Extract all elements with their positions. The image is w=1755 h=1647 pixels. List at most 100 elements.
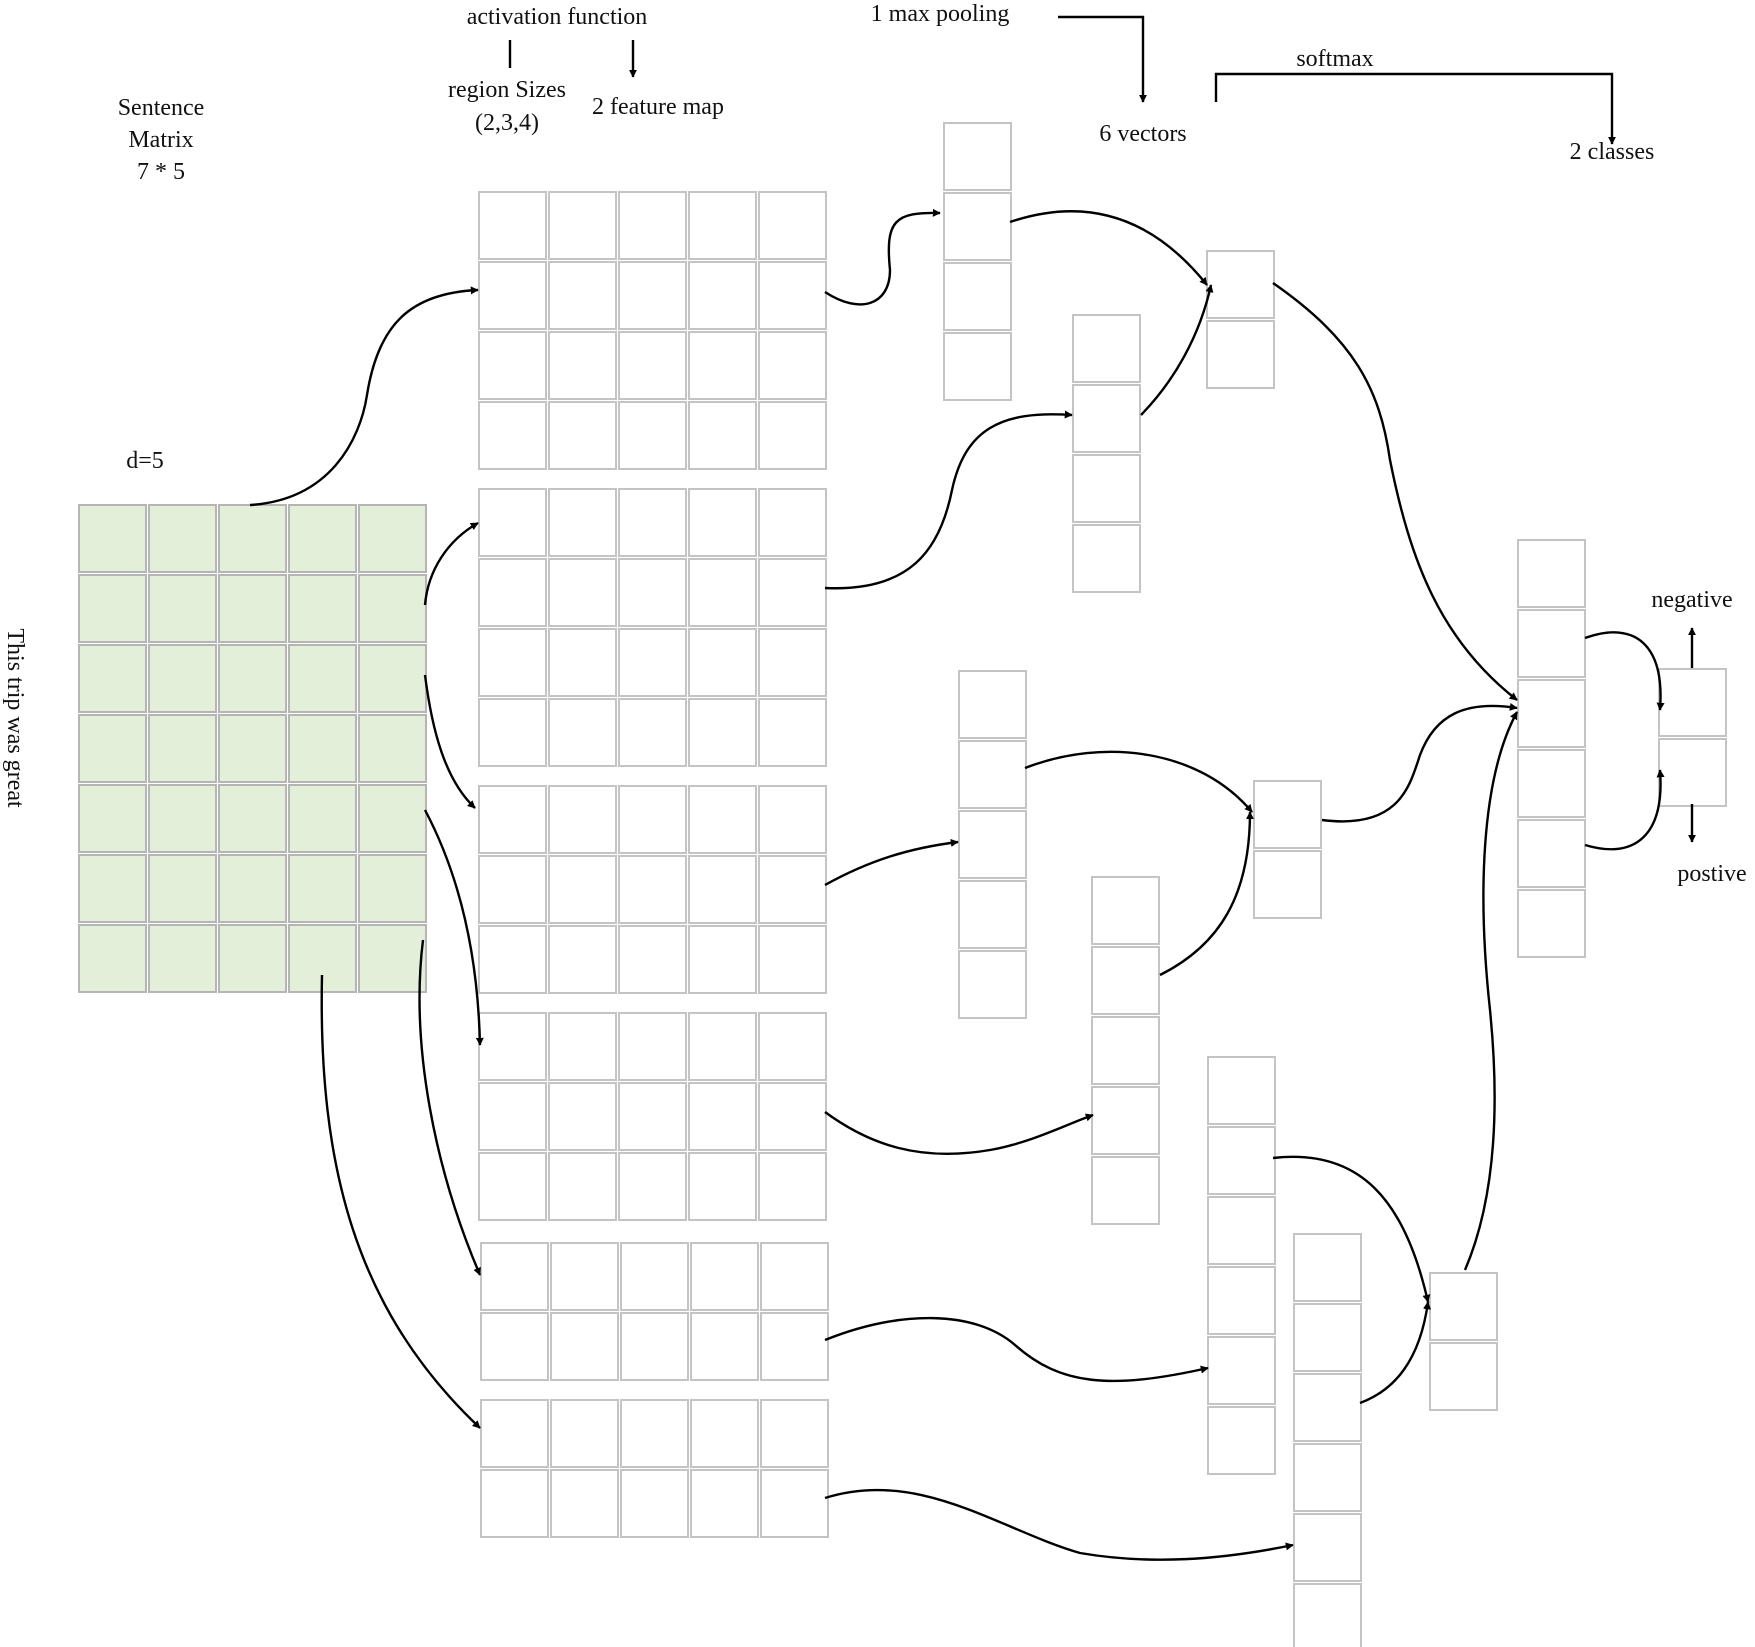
- cell: [288, 784, 357, 853]
- cell: [358, 714, 427, 783]
- arrow-fmap-2-to-pooled-1: [1140, 284, 1214, 416]
- cell: [1517, 889, 1586, 958]
- feature-map-6: [1293, 1233, 1362, 1647]
- cell: [1207, 1336, 1276, 1405]
- cell: [688, 1082, 757, 1151]
- cell: [1293, 1303, 1362, 1372]
- cell: [618, 925, 687, 994]
- cell: [958, 810, 1027, 879]
- sentence-matrix-title-line2: Matrix: [128, 127, 193, 153]
- classes-label: 2 classes: [1570, 139, 1655, 165]
- cell: [620, 1312, 689, 1381]
- arrow-filter-4-to-fmap-4: [824, 1111, 1094, 1156]
- cell: [1091, 1016, 1160, 1085]
- cell: [618, 1082, 687, 1151]
- arrow-fmap-6-to-pooled-3: [1359, 1301, 1431, 1405]
- cell: [480, 1469, 549, 1538]
- cell: [480, 1399, 549, 1468]
- cell: [1091, 1156, 1160, 1225]
- cell: [620, 1242, 689, 1311]
- cell: [1517, 749, 1586, 818]
- sentence-matrix: [78, 504, 427, 993]
- cell: [1517, 609, 1586, 678]
- cell: [618, 1152, 687, 1221]
- cell: [758, 1012, 827, 1081]
- cell: [478, 785, 547, 854]
- pooled-vector-2: [1253, 780, 1322, 919]
- cell: [688, 558, 757, 627]
- cell: [148, 714, 217, 783]
- cell: [478, 1012, 547, 1081]
- cell: [358, 784, 427, 853]
- cell: [548, 558, 617, 627]
- cell: [1207, 1056, 1276, 1125]
- cell: [688, 1152, 757, 1221]
- cell: [218, 644, 287, 713]
- feature-map-label: 2 feature map: [592, 94, 724, 120]
- cell: [478, 331, 547, 400]
- cell: [78, 714, 147, 783]
- cell: [148, 784, 217, 853]
- filter-grid-2: [478, 488, 827, 767]
- cell: [78, 924, 147, 993]
- cell: [758, 925, 827, 994]
- cell: [620, 1469, 689, 1538]
- concat-vector-grid: [1517, 539, 1586, 958]
- cell: [148, 924, 217, 993]
- cell: [78, 854, 147, 923]
- cell: [218, 784, 287, 853]
- cell: [1207, 1266, 1276, 1335]
- cell: [358, 504, 427, 573]
- cell: [480, 1242, 549, 1311]
- cell: [688, 488, 757, 557]
- cell: [478, 261, 547, 330]
- cell: [478, 401, 547, 470]
- cell: [1072, 314, 1141, 383]
- cell: [758, 1152, 827, 1221]
- cell: [288, 714, 357, 783]
- cell: [688, 925, 757, 994]
- cell: [288, 854, 357, 923]
- cell: [943, 262, 1012, 331]
- cell: [618, 698, 687, 767]
- cell: [758, 191, 827, 260]
- cell: [1658, 668, 1727, 737]
- cell: [1091, 946, 1160, 1015]
- cell: [958, 950, 1027, 1019]
- cell: [758, 401, 827, 470]
- cell: [478, 855, 547, 924]
- arrow-matrix-to-filter-5: [418, 939, 482, 1276]
- arrow-fmap-3-to-pooled-2: [1024, 750, 1253, 813]
- cell: [478, 628, 547, 697]
- vectors-label: 6 vectors: [1099, 121, 1186, 147]
- cell: [1072, 524, 1141, 593]
- cell: [618, 785, 687, 854]
- cell: [1091, 876, 1160, 945]
- cell: [1253, 850, 1322, 919]
- cell: [758, 488, 827, 557]
- sentence-matrix-title-line1: Sentence: [118, 95, 205, 121]
- arrow-matrix-to-filter-2: [423, 521, 479, 606]
- cell: [550, 1312, 619, 1381]
- cell: [758, 558, 827, 627]
- cell: [78, 504, 147, 573]
- cell: [618, 331, 687, 400]
- cell: [618, 261, 687, 330]
- cell: [1517, 679, 1586, 748]
- cell: [548, 331, 617, 400]
- connection-arrows: [249, 15, 1696, 1561]
- cell: [690, 1399, 759, 1468]
- activation-function-label: activation function: [467, 4, 648, 30]
- cell: [1207, 1126, 1276, 1195]
- output-vector-grid: [1658, 668, 1727, 807]
- cell: [1206, 320, 1275, 389]
- concatenated-vector: [1517, 539, 1586, 958]
- cell: [1658, 738, 1727, 807]
- feature-map-4: [1091, 876, 1160, 1225]
- cell: [1072, 384, 1141, 453]
- cell: [690, 1312, 759, 1381]
- filter-grid-5: [480, 1242, 829, 1381]
- cell: [688, 855, 757, 924]
- filter-region-grids: [478, 191, 829, 1538]
